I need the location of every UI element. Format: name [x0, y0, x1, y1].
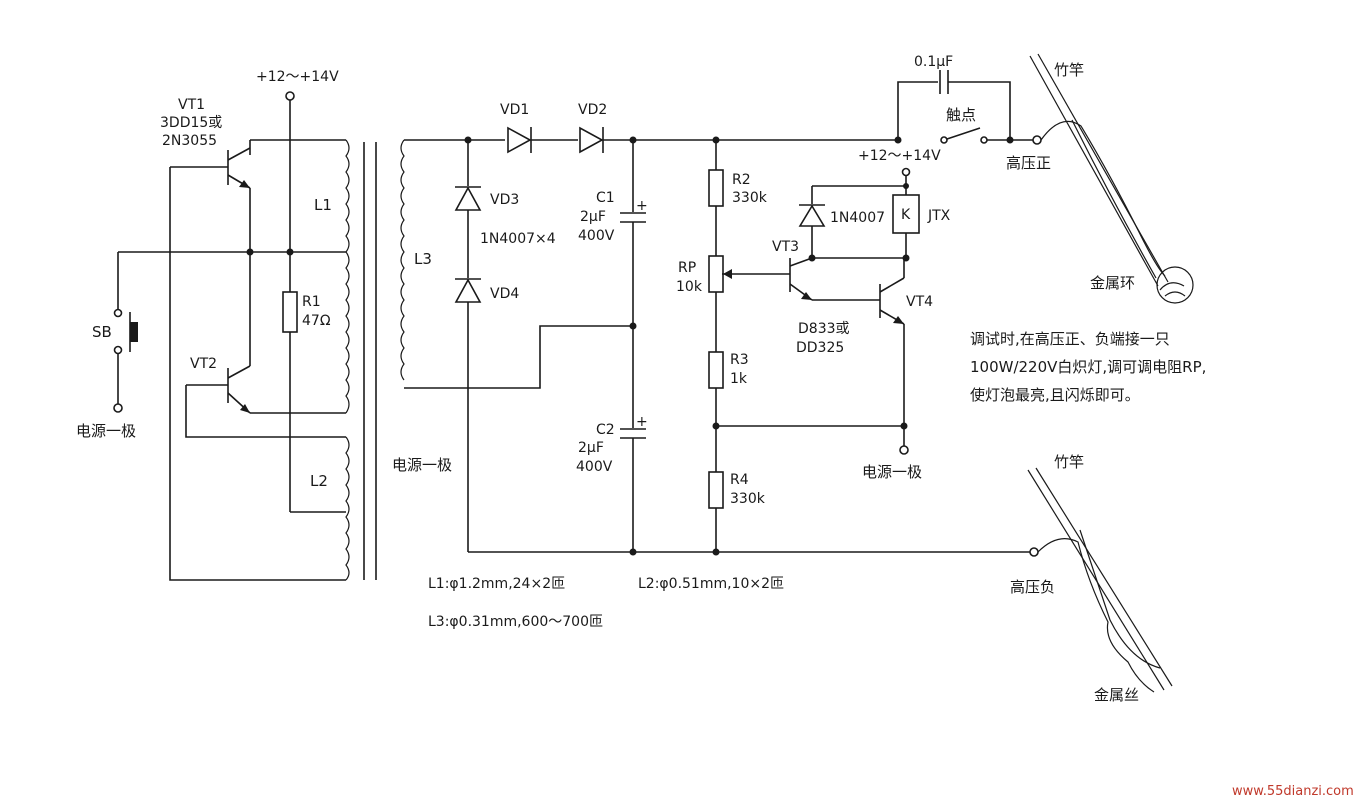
hv-pos-label: 高压正 [1006, 154, 1051, 172]
l1-coil [345, 139, 350, 414]
vt2-name: VT2 [190, 356, 217, 372]
supply-top-label: +12～+14V [256, 69, 339, 85]
pole-bottom: 竹竿 高压负 金属丝 [1010, 453, 1173, 704]
svg-text:+: + [636, 414, 648, 430]
l3-coil [400, 139, 405, 381]
vd2-diode [579, 126, 604, 154]
vt3-transistor [789, 257, 813, 301]
r2-resistor [708, 169, 724, 207]
r4-value: 330k [730, 491, 766, 507]
vt1-name: VT1 [178, 97, 205, 113]
hv-neg-label: 高压负 [1010, 578, 1055, 596]
vt4-label: VT4 [906, 294, 933, 310]
note-line3: 使灯泡最亮,且闪烁即可。 [970, 386, 1140, 404]
neg-left-label: 电源一极 [76, 422, 136, 440]
vd1-diode [507, 126, 532, 154]
vd1-label: VD1 [500, 102, 529, 118]
relay-k: K [901, 207, 911, 223]
sb-label: SB [92, 323, 112, 341]
supply-relay-label: +12～+14V [858, 148, 941, 164]
watermark: www.55dianzi.com [1232, 784, 1354, 799]
l2-coil [345, 436, 350, 581]
neg-right-label: 电源一极 [862, 463, 922, 481]
note-line1: 调试时,在高压正、负端接一只 [970, 330, 1170, 348]
pole-top-label: 竹竿 [1054, 61, 1084, 79]
r2-value: 330k [732, 190, 768, 206]
note-line2: 100W/220V白炽灯,调可调电阻RP, [970, 358, 1206, 376]
relay-diode [798, 204, 826, 227]
cap-top-label: 0.1μF [914, 54, 953, 70]
c1-cap: 2μF [580, 209, 606, 225]
metal-ring [1156, 266, 1194, 304]
l3-label: L3 [414, 250, 432, 268]
vt1-type2: 2N3055 [162, 133, 217, 149]
oscillator-section: +12～+14V VT1 3DD15或 2N3055 [76, 69, 377, 581]
c2-cap: 2μF [578, 440, 604, 456]
r2-name: R2 [732, 172, 751, 188]
pole-bottom-label: 竹竿 [1054, 453, 1084, 471]
sb-switch [113, 252, 138, 413]
vd4-label: VD4 [490, 286, 519, 302]
c1-name: C1 [596, 190, 615, 206]
c2-volt: 400V [576, 459, 613, 475]
r3-name: R3 [730, 352, 749, 368]
pole-top: 竹竿 金属环 [1029, 53, 1194, 304]
c1-volt: 400V [578, 228, 615, 244]
vd4-diode [454, 278, 482, 303]
c1-capacitor: + [620, 198, 648, 223]
vt4-transistor [879, 277, 905, 325]
spec-l3: L3:φ0.31mm,600～700匝 [428, 614, 603, 630]
l2-label: L2 [310, 472, 328, 490]
rp-value: 10k [676, 279, 703, 295]
relay-contact [946, 127, 981, 140]
metal-ring-label: 金属环 [1090, 274, 1135, 292]
l1-label: L1 [314, 196, 332, 214]
c2-capacitor: + [620, 414, 648, 439]
r3-resistor [708, 351, 724, 389]
r1-name: R1 [302, 294, 321, 310]
r4-name: R4 [730, 472, 749, 488]
vt2-transistor [186, 365, 251, 414]
transistor-type2: DD325 [796, 340, 844, 356]
vd3-diode [454, 186, 482, 211]
rp-potentiometer [708, 255, 724, 293]
supply-terminal-top [285, 91, 295, 101]
vt1-transistor [170, 147, 251, 189]
transistor-type1: D833或 [798, 321, 850, 337]
contact-label: 触点 [946, 106, 976, 124]
vt1-type1: 3DD15或 [160, 115, 222, 131]
neg-mid-label: 电源一极 [392, 456, 452, 474]
vd2-label: VD2 [578, 102, 607, 118]
r1-resistor [282, 291, 298, 333]
r4-resistor [708, 471, 724, 509]
diode-type-label: 1N4007×4 [480, 231, 556, 247]
svg-text:+: + [636, 198, 648, 214]
vd3-label: VD3 [490, 192, 519, 208]
vt3-label: VT3 [772, 239, 799, 255]
rp-name: RP [678, 260, 696, 276]
r3-value: 1k [730, 371, 748, 387]
spec-l1: L1:φ1.2mm,24×2匝 [428, 576, 565, 592]
r1-value: 47Ω [302, 313, 331, 329]
rectifier-section: L3 VD1 VD2 VD3 1N4007×4 VD4 [392, 102, 1039, 557]
control-section: R2 330k RP 10k R3 1k R4 330k VT3 [676, 54, 1051, 552]
spec-l2: L2:φ0.51mm,10×2匝 [638, 576, 784, 592]
relay-name: JTX [927, 208, 951, 224]
c2-name: C2 [596, 422, 615, 438]
metal-wire-label: 金属丝 [1094, 686, 1139, 704]
relay-diode-label: 1N4007 [830, 210, 885, 226]
